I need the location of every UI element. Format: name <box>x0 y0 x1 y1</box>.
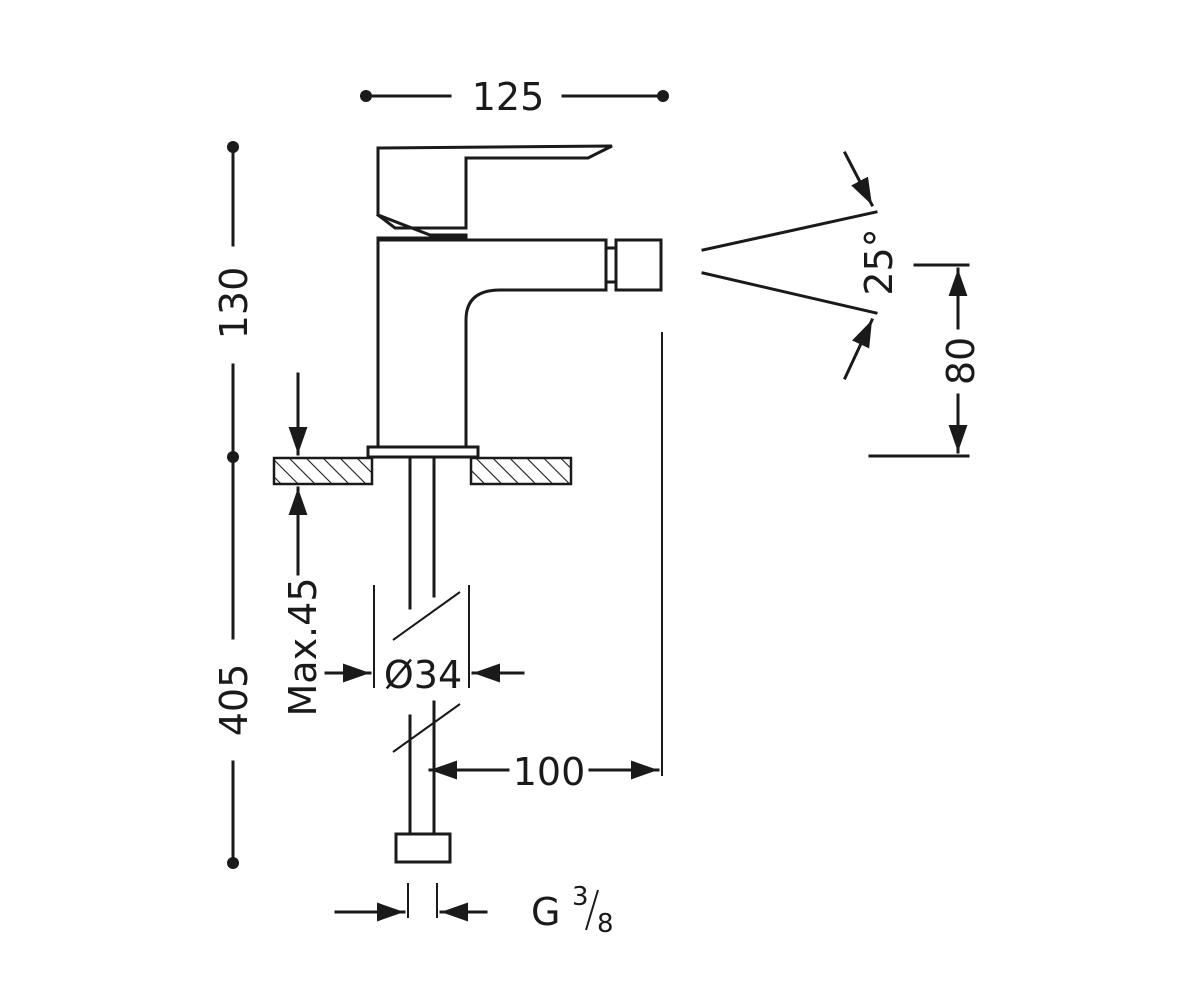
dimension-label-height-upper: 130 <box>212 267 256 340</box>
break-mark <box>392 591 461 641</box>
mixer-lever <box>376 144 613 237</box>
connector-nut <box>394 832 452 864</box>
arrow-angle-lower <box>843 318 874 380</box>
fraction-slash <box>585 889 599 931</box>
lever-joint <box>376 213 468 237</box>
dimension-label-deck-thickness: Max.45 <box>281 578 325 717</box>
dimension-spout-height: 80 <box>868 263 983 458</box>
dimension-spray-angle: 25° <box>701 150 901 380</box>
dimension-label-hole-diameter: Ø34 <box>384 653 462 697</box>
lever-outline <box>376 144 613 230</box>
base-flange <box>366 445 480 459</box>
thread-numerator: 3 <box>572 882 589 912</box>
dimension-label-spout-height: 80 <box>939 337 983 385</box>
spray-line-upper <box>701 210 878 252</box>
dimension-deck-thickness: Max.45 <box>281 372 325 717</box>
dimension-thread: G 3 8 <box>334 882 614 939</box>
dimension-height-left: 130 405 <box>212 141 256 869</box>
deck-section <box>272 456 573 486</box>
nozzle <box>614 238 663 292</box>
dimension-label-width: 125 <box>472 75 545 119</box>
spray-line-lower <box>701 271 878 315</box>
dimension-width-125: 125 <box>360 75 669 119</box>
mixer-body <box>366 236 663 459</box>
dimension-label-angle: 25° <box>857 228 901 295</box>
dimension-label-height-lower: 405 <box>212 664 256 737</box>
thread-prefix: G <box>531 890 560 934</box>
dimension-label-reach: 100 <box>513 750 586 794</box>
deck-right <box>469 456 573 486</box>
break-mark <box>392 703 461 753</box>
dimension-reach: 100 <box>428 332 663 794</box>
body-outline <box>376 238 608 449</box>
thread-denominator: 8 <box>597 909 614 939</box>
dimension-hole-diameter: Ø34 <box>324 585 525 697</box>
arrow-angle-upper <box>842 150 875 208</box>
deck-left <box>272 456 374 486</box>
